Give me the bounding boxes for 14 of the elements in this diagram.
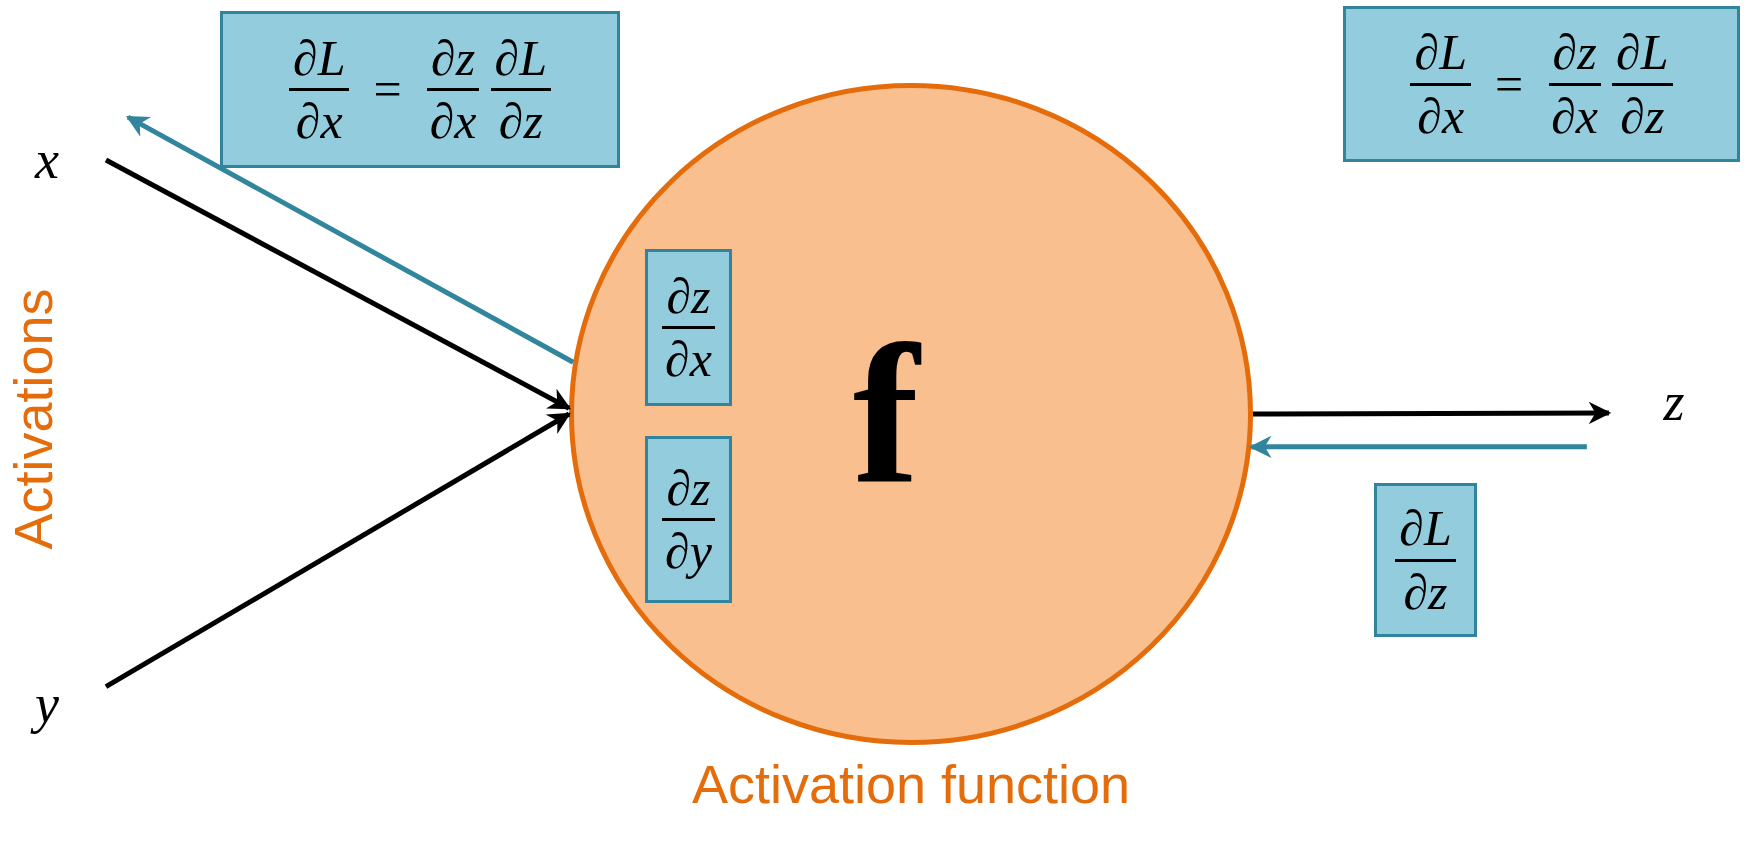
arrow <box>126 114 575 365</box>
variable-label: y <box>25 672 69 736</box>
formula-box: ∂L ∂z <box>1374 483 1477 637</box>
formula-box: ∂z ∂y <box>645 436 732 603</box>
variable-label: x <box>25 128 69 192</box>
node-label: Activation function <box>691 753 1131 815</box>
variable-label: z <box>1652 370 1696 434</box>
formula-box: ∂z ∂x <box>645 249 732 406</box>
axis-caption: Activations <box>2 288 64 550</box>
arrow <box>1253 401 1612 425</box>
arrow <box>1249 435 1587 459</box>
arrow <box>104 157 572 411</box>
function-symbol: f <box>852 314 920 514</box>
arrow <box>104 411 571 689</box>
